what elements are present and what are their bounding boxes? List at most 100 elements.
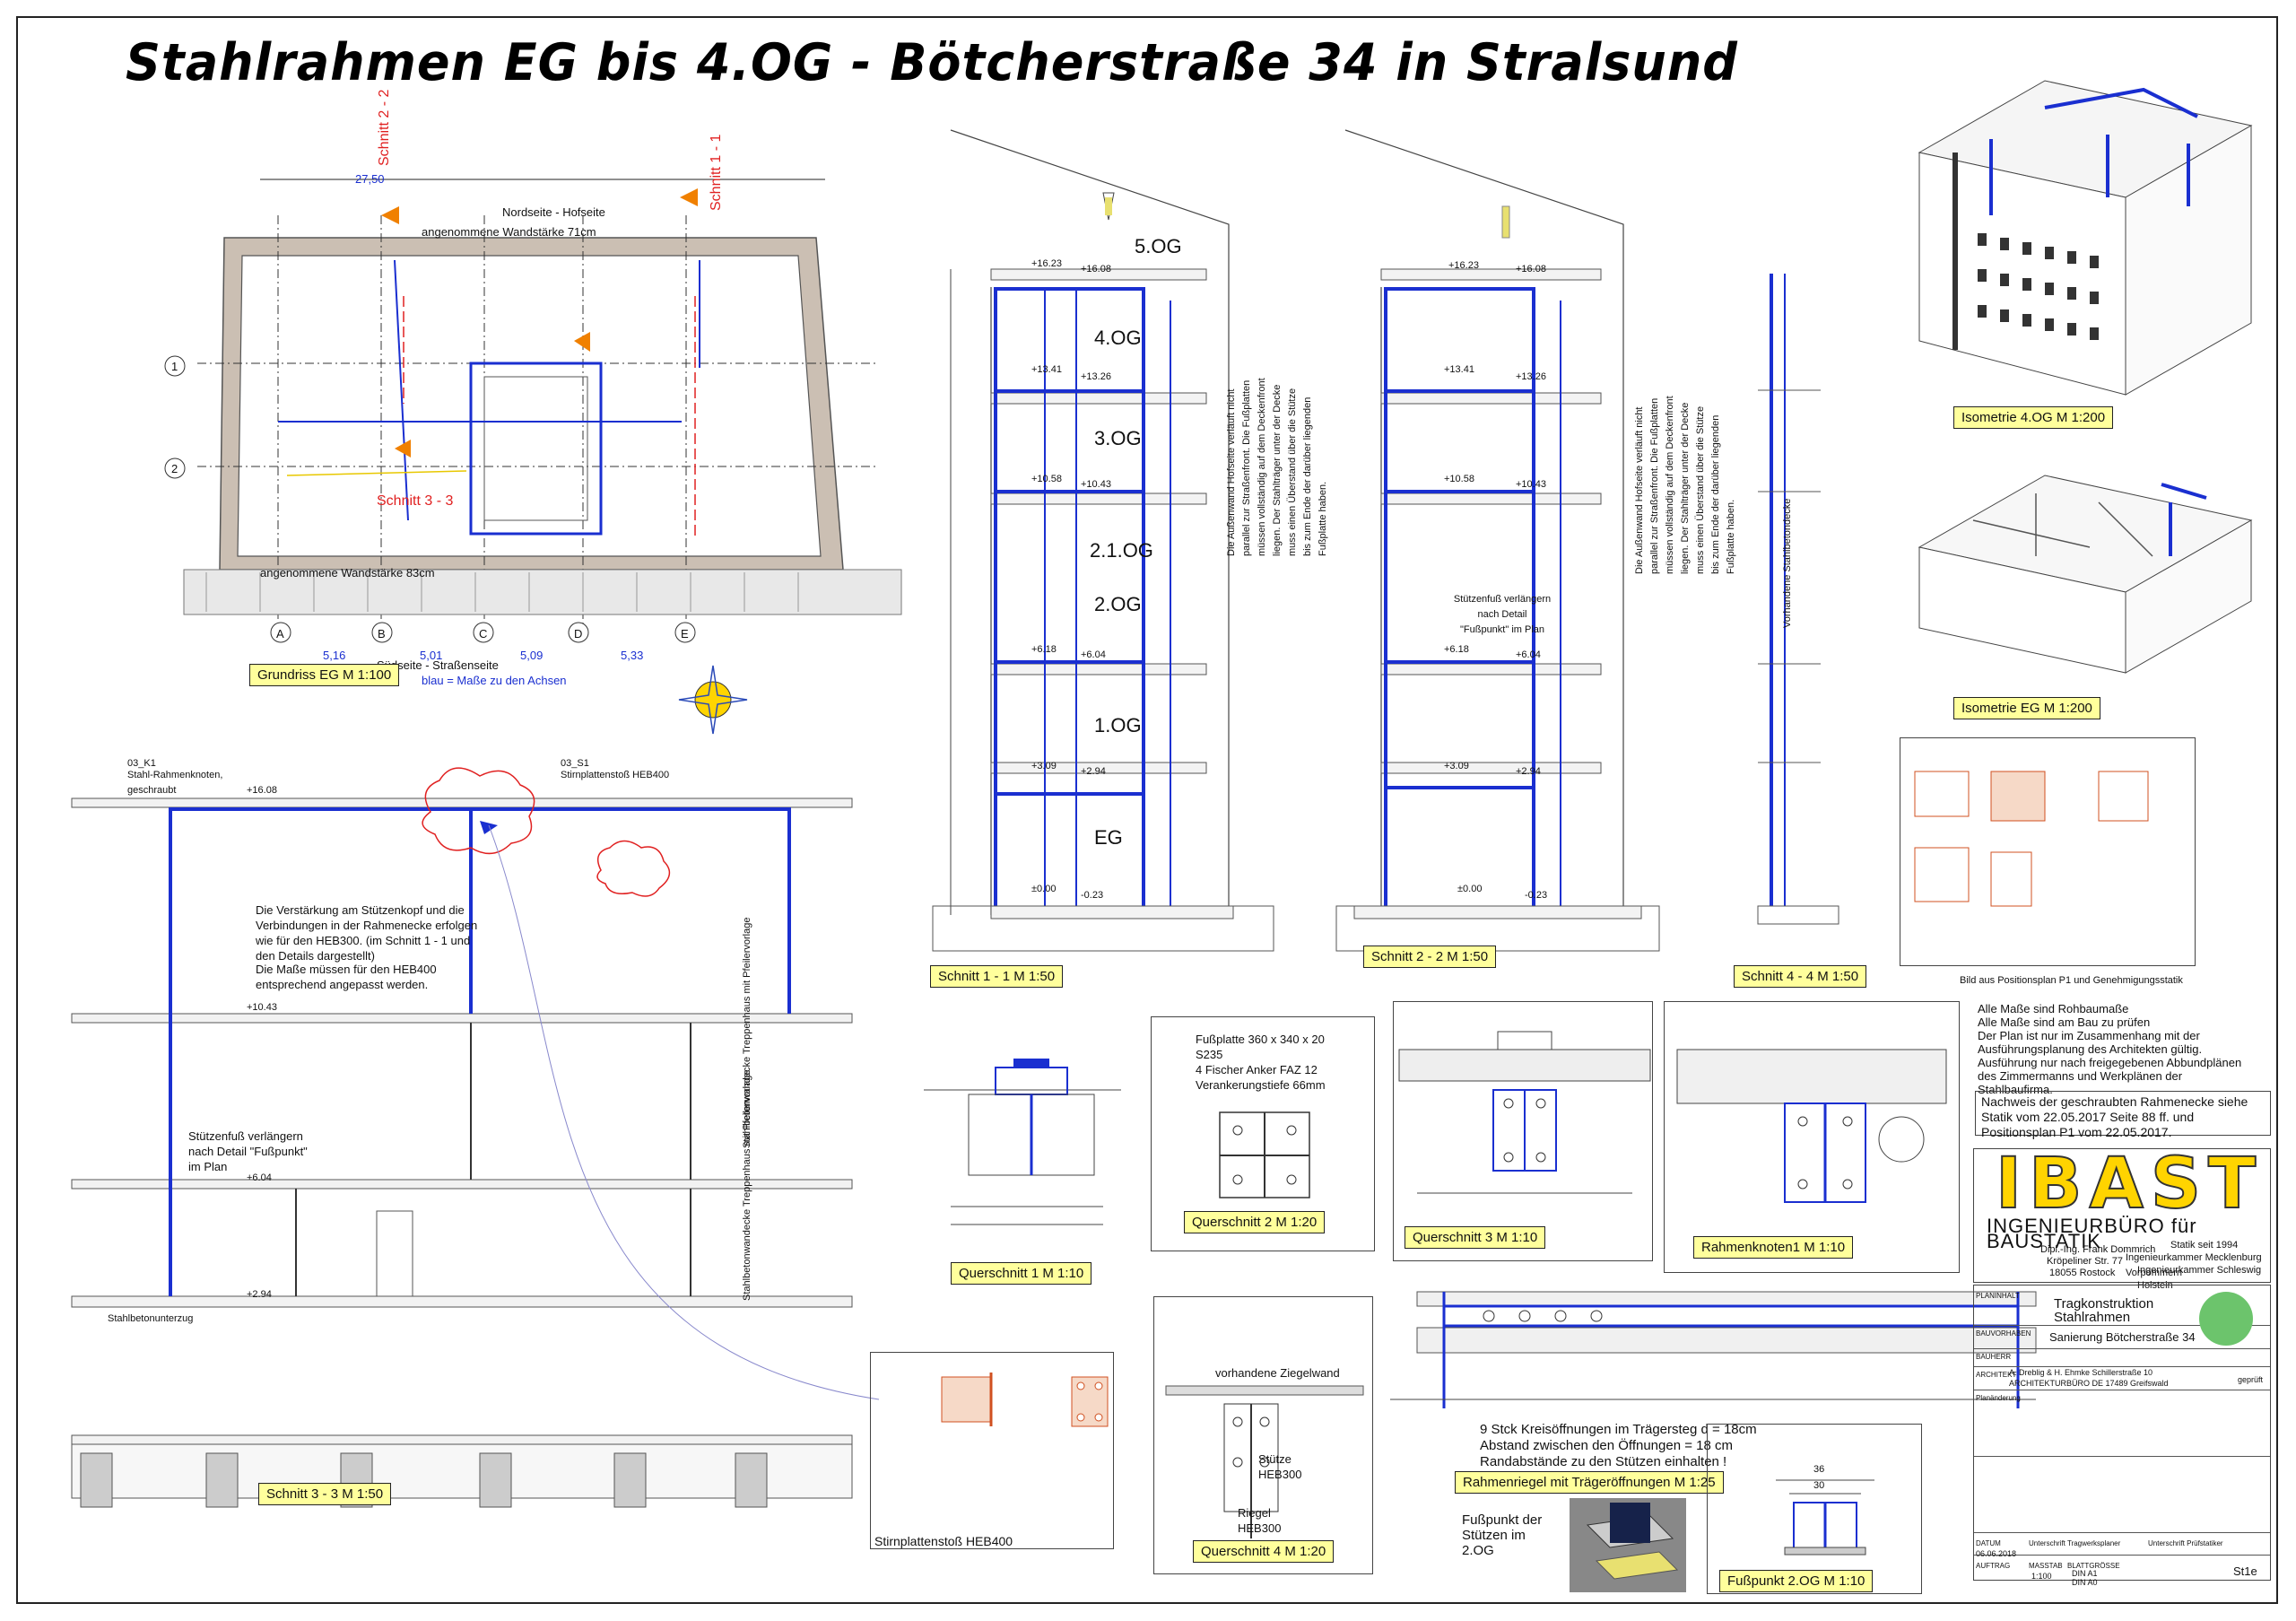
wand83-label: angenommene Wandstärke 83cm [260,566,435,580]
lvl-l3a-b: +10.58 [1444,474,1474,484]
section-3-3 [72,780,861,1525]
stirnplatte-caption: Stirnplattenstoß HEB400 [874,1534,1013,1548]
logo-frame [1973,1148,2271,1283]
positionsplan-detail [1906,758,2184,911]
lvl-l0a-a: ±0.00 [1031,884,1057,894]
allgemein-5: Ausführung nur nach freigegebenen Abbund… [1978,1056,2242,1069]
tb-geprueft: geprüft [2238,1375,2264,1384]
blau-label: blau = Maße zu den Achsen [422,674,567,687]
qs4-ziegel: vorhandene Ziegelwand [1215,1366,1340,1380]
dim-top: 27,50 [355,172,385,186]
fusspunkt-dim-36: 36 [1813,1464,1825,1475]
schnitt22-marker: Schnitt 2 - 2 [377,89,392,166]
schnitt11-marker: Schnitt 1 - 1 [709,134,724,211]
lvl-l2a-b: +6.18 [1444,644,1469,655]
lvl-l1b-b: +2.94 [1516,766,1541,777]
tb-plan-1: Tragkonstruktion [2054,1296,2154,1312]
lvl-l1a-b: +3.09 [1444,761,1469,771]
qs2-text-3: 4 Fischer Anker FAZ 12 [1196,1063,1318,1076]
schnitt33-marker: Schnitt 3 - 3 [377,493,454,509]
isometry-eg [1918,475,2253,674]
label-schnitt11: Schnitt 1 - 1 M 1:50 [930,965,1064,988]
company-kammer1: Ingenieurkammer Mecklenburg Vorpommern [2126,1252,2262,1278]
qs2-text-1: Fußplatte 360 x 340 x 20 [1196,1033,1325,1046]
isometry-4og [1918,80,2253,396]
positionsplan-frame [1900,737,2196,966]
lvl-top1-b: +16.23 [1448,260,1479,271]
lvl-l4b-b: +13.26 [1516,371,1546,382]
company-person: Dipl.-Ing. Frank Dommrich [2040,1244,2156,1255]
nachweis-box: Nachweis der geschraubten Rahmenecke sie… [1975,1091,2271,1139]
label-s1: 03_S1 [561,758,589,769]
company-kammer2: Ingenieurkammer Schleswig Holstein [2137,1265,2262,1291]
masse-note: Die Maße müssen für den HEB400 entsprech… [256,963,437,991]
bild-aus-caption: Bild aus Positionsplan P1 und Genehmigun… [1960,975,2183,986]
axis-c: C [479,627,488,641]
floor-1og-a: 1.OG [1094,714,1142,736]
lvl-l1a-a: +3.09 [1031,761,1057,771]
lvl-l1b-a: +2.94 [1081,766,1106,777]
tb-arch-label: ARCHITEKT [1976,1371,2017,1379]
lvl-top2-b: +16.08 [1516,264,1546,275]
section-4-4 [1758,260,1857,960]
tb-format-label: BLATTGRÖSSE [2067,1562,2120,1570]
tb-unterschrift-2: Unterschrift Prüfstatiker [2148,1539,2223,1547]
lv1-s33: +16.08 [247,785,277,796]
dim-3: 5,09 [520,649,544,662]
label-grundriss: Grundriss EG M 1:100 [249,664,400,686]
detail-stirnplattenstoss [933,1373,1112,1444]
lv2-s33: +10.43 [247,1002,277,1013]
aussenwand-note-b: Die Außenwand Hofseite verläuft nicht pa… [1634,396,1736,574]
vorhanden-note: Vorhandene Stahlbetondecke [1782,498,1793,628]
axis-b: B [378,627,386,641]
stahlrahmen-note: Stahl-Rahmenknoten, geschraubt [127,770,223,796]
page-title: Stahlrahmen EG bis 4.OG - Bötcherstraße … [126,32,1738,92]
qs4-frame [1153,1296,1373,1574]
qs2-text-2: S235 [1196,1048,1223,1061]
label-fusspunkt-2og: Fußpunkt 2.OG M 1:10 [1719,1570,1874,1592]
label-qs3: Querschnitt 3 M 1:10 [1405,1226,1546,1249]
approval-stamp [2199,1292,2253,1346]
tb-auftrag-label: AUFTRAG [1976,1562,2011,1570]
aussenwand-note-a: Die Außenwand Hofseite verläuft nicht pa… [1226,378,1328,556]
tb-bv-label: BAUVORHABEN [1976,1329,2031,1338]
dim-2: 5,01 [420,649,443,662]
treppenhaus-note-2: Stahlbetonwandecke Treppenhaus mit Pfeil… [742,1069,752,1301]
stirnplatte-note: Stirnplattenstoß HEB400 [561,770,670,780]
company-name: INGENIEURBÜRO für BAUSTATIK [1987,1215,2197,1252]
label-rk1: Rahmenknoten1 M 1:10 [1693,1236,1854,1259]
rahmenriegel [1390,1283,2036,1408]
tb-arch-2: ARCHITEKTURBÜRO DE 17489 Greifswald [2009,1379,2169,1388]
rahmenknoten-frame [1664,1001,1960,1273]
dim-1: 5,16 [323,649,346,662]
floor-4og-a: 4.OG [1094,327,1142,349]
allgemein-1: Alle Maße sind Rohbaumaße [1978,1002,2129,1015]
detail-querschnitt-3 [1399,1014,1650,1229]
allgemein-2: Alle Maße sind am Bau zu prüfen [1978,1015,2151,1029]
tb-bv: Sanierung Bötcherstraße 34 [2049,1330,2196,1344]
detail-querschnitt-3-frame [1393,1001,1653,1261]
axis-a: A [276,627,284,641]
label-qs2: Querschnitt 2 M 1:20 [1184,1211,1326,1233]
lvl-l3a-a: +10.58 [1031,474,1062,484]
fusspunkt-frame [1707,1424,1922,1594]
qs2-text-4: Verankerungstiefe 66mm [1196,1078,1326,1092]
verstaerkung-note: Die Verstärkung am Stützenkopf und die V… [256,903,478,963]
tb-arch: A. Dreblig & H. Ehmke Schillerstraße 10 [2009,1368,2153,1377]
company-city: 18055 Rostock [2049,1268,2116,1278]
tb-plan-label: PLANINHALT [1976,1292,2020,1300]
detail-fusspunkt-2og [1758,1462,1892,1561]
company-street: Kröpeliner Str. 77 [2047,1256,2123,1267]
allgemein-6: des Zimmermanns und Werkplänen der [1978,1069,2183,1083]
label-rahmenriegel: Rahmenriegel mit Trägeröffnungen M 1:25 [1455,1471,1724,1494]
label-schnitt44: Schnitt 4 - 4 M 1:50 [1734,965,1867,988]
label-schnitt33: Schnitt 3 - 3 M 1:50 [258,1483,392,1505]
label-schnitt22: Schnitt 2 - 2 M 1:50 [1363,946,1497,968]
lvl-l3b-b: +10.43 [1516,479,1546,490]
fusspunkt-dim-30: 30 [1813,1480,1825,1491]
unterzug-note: Stahlbetonunterzug [108,1313,194,1324]
floor-21og-a: 2.1.OG [1090,539,1153,562]
floor-5og-a: 5.OG [1135,235,1182,257]
qs4-stuetze: Stütze HEB300 [1258,1452,1302,1481]
suedseite-label: Südseite - Straßenseite [377,658,499,672]
